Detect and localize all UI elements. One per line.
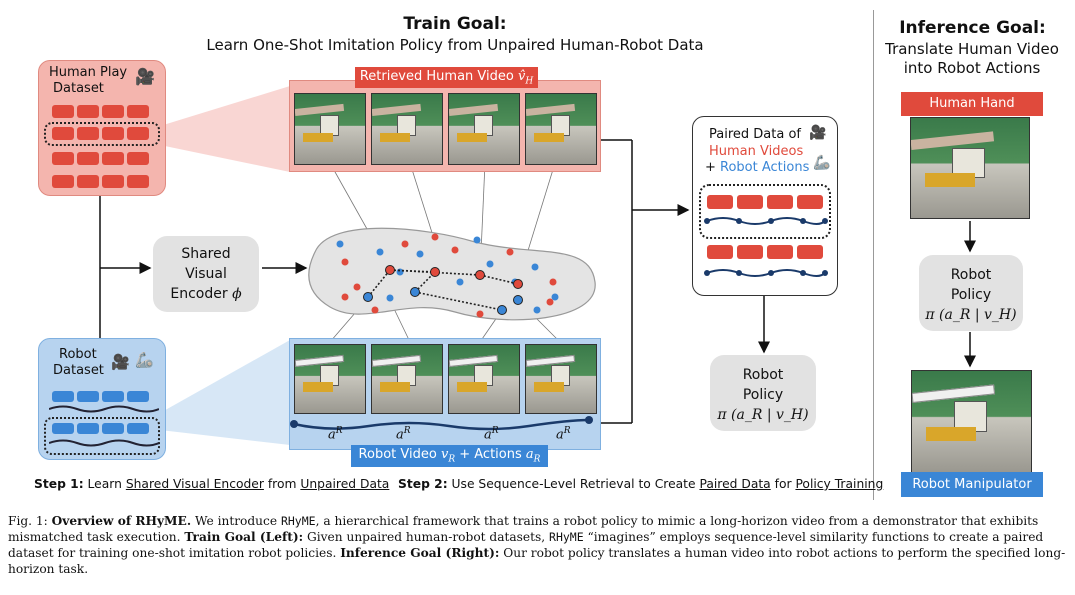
camera-icon: 🎥 — [135, 67, 155, 86]
robot-policy-train: Robot Policy π (a_R | v_H) — [710, 355, 816, 431]
robot-video-frame-2 — [371, 344, 443, 414]
human-video-frame-1 — [294, 93, 366, 165]
robot-arm-icon: 🦾 — [813, 155, 831, 171]
selected-pair-outline — [699, 184, 831, 239]
paired-data-box: Paired Data of Human Videos + Robot Acti… — [692, 116, 838, 296]
robot-dataset-label-1: Robot — [59, 347, 97, 362]
human-dataset-label-1: Human Play — [49, 65, 128, 80]
retrieved-human-video-label: Retrieved Human Video v̂H — [355, 67, 538, 88]
camera-icon: 🎥 — [809, 125, 827, 141]
robot-dataset-label-2: Dataset — [53, 363, 104, 378]
inference-arrows — [964, 221, 976, 368]
shared-visual-encoder: Shared Visual Encoder ϕ — [153, 236, 259, 312]
robot-manipulator-label: Robot Manipulator — [901, 472, 1043, 497]
step-2-text: Step 2: Use Sequence-Level Retrieval to … — [398, 477, 884, 491]
encoder-label-1: Shared — [181, 246, 231, 262]
inference-policy-label-2: Policy — [950, 287, 992, 303]
camera-icon: 🎥 — [111, 353, 130, 371]
action-label-2: aR — [396, 426, 411, 443]
figure-caption: Fig. 1: Overview of RHyME. We introduce … — [8, 514, 1066, 576]
selected-sequence-outline — [44, 417, 160, 455]
human-dataset-label-2: Dataset — [53, 81, 104, 96]
embedding-space — [308, 227, 596, 321]
policy-label-2: Policy — [742, 387, 784, 403]
action-label-1: aR — [328, 426, 343, 443]
robot-policy-inference: Robot Policy π (a_R | v_H) — [919, 255, 1023, 331]
action-trajectory — [290, 416, 593, 431]
robot-dataset: Robot Dataset 🎥 🦾 — [38, 338, 166, 460]
policy-formula: π (a_R | v_H) — [717, 407, 809, 423]
human-play-dataset: Human Play Dataset 🎥 — [38, 60, 166, 196]
human-video-frame-2 — [371, 93, 443, 165]
human-hand-label: Human Hand — [901, 92, 1043, 116]
train-goal-subtitle: Learn One-Shot Imitation Policy from Unp… — [206, 36, 704, 54]
connector-lines — [99, 86, 770, 445]
robot-video-frame-3 — [448, 344, 520, 414]
paired-data-label-2: Human Videos — [709, 144, 804, 159]
human-video-frame-4 — [525, 93, 597, 165]
paired-data-label-1: Paired Data of — [709, 127, 801, 142]
train-goal-title: Train Goal: — [403, 14, 507, 34]
policy-label-1: Robot — [742, 367, 784, 383]
action-label-4: aR — [556, 426, 571, 443]
section-divider — [873, 10, 874, 500]
paired-data-label-3: + Robot Actions — [705, 160, 810, 175]
encoder-label-3: Encoder ϕ — [170, 286, 242, 302]
robot-video-frame-4 — [525, 344, 597, 414]
inference-goal-title: Inference Goal: — [899, 18, 1046, 38]
inference-goal-subtitle-1: Translate Human Video — [885, 40, 1059, 58]
robot-video-frame-1 — [294, 344, 366, 414]
inference-human-frame — [910, 117, 1030, 219]
robot-video-label: Robot Video vR + Actions aR — [351, 445, 548, 467]
human-video-frame-3 — [448, 93, 520, 165]
inference-goal-subtitle-2: into Robot Actions — [903, 59, 1041, 77]
robot-arm-icon: 🦾 — [135, 351, 154, 369]
step-1-text: Step 1: Learn Shared Visual Encoder from… — [34, 477, 390, 491]
action-label-3: aR — [484, 426, 499, 443]
inference-policy-label-1: Robot — [950, 267, 992, 283]
selected-sequence-outline — [44, 122, 160, 146]
inference-policy-formula: π (a_R | v_H) — [925, 307, 1017, 323]
inference-robot-frame — [911, 370, 1032, 473]
encoder-label-2: Visual — [185, 266, 227, 282]
